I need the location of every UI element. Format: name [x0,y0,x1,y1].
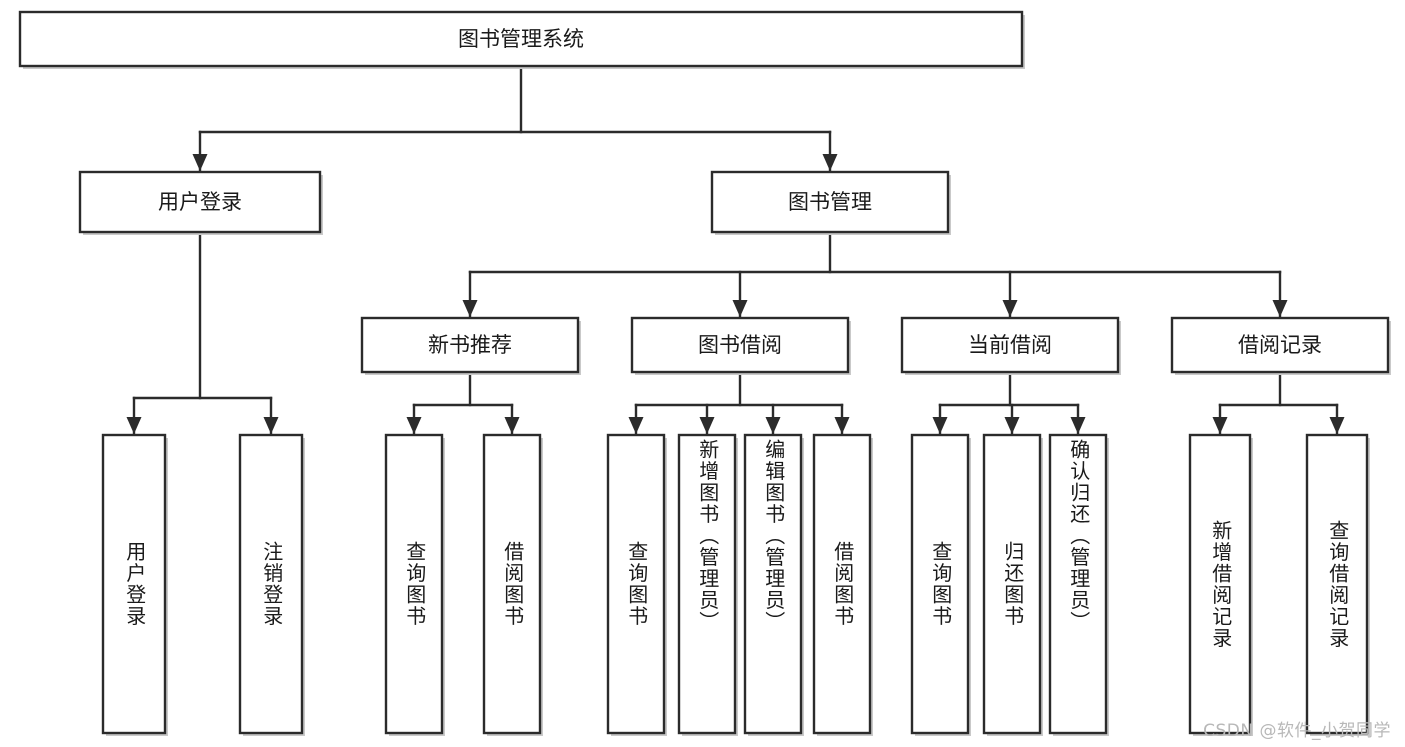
arrow-head-icon [1272,300,1288,317]
watermark: CSDN @软件_小贺同学 [1203,721,1391,741]
arrow-head-icon [462,300,478,317]
node-新书推荐-box[interactable] [360,316,580,374]
arrow-head-icon [263,417,279,434]
connector-layer [126,64,1345,436]
node-新增借阅记录-box[interactable] [1188,433,1252,735]
node-编辑图书管理员-box[interactable] [743,433,803,735]
node-借阅图书-box[interactable] [482,433,542,735]
node-查询图书-box[interactable] [606,433,666,735]
arrow-head-icon [406,417,422,434]
node-归还图书-box[interactable] [982,433,1042,735]
arrow-head-icon [1329,417,1345,434]
node-用户登录-box[interactable] [78,170,322,234]
node-查询图书-box[interactable] [910,433,970,735]
node-借阅记录-box[interactable] [1170,316,1390,374]
node-图书管理系统-box[interactable] [18,10,1024,68]
node-box-layer [18,10,1391,736]
arrow-head-icon [126,417,142,434]
node-图书借阅-box[interactable] [630,316,850,374]
node-借阅图书-box[interactable] [812,433,872,735]
arrow-head-icon [834,417,850,434]
node-查询图书-box[interactable] [384,433,444,735]
arrow-head-icon [504,417,520,434]
node-label: 图书管理系统 [458,27,584,51]
node-图书管理-box[interactable] [710,170,950,234]
node-当前借阅-box[interactable] [900,316,1120,374]
arrow-head-icon [1070,417,1086,434]
node-用户登录-box[interactable] [101,433,167,735]
node-label: 图书管理 [788,190,872,214]
arrow-head-icon [822,154,838,171]
node-注销登录-box[interactable] [238,433,304,735]
arrow-head-icon [1004,417,1020,434]
arrow-head-icon [765,417,781,434]
arrow-head-icon [732,300,748,317]
node-label: 新书推荐 [428,333,512,357]
arrow-head-icon [1212,417,1228,434]
node-label: 借阅记录 [1238,333,1322,357]
node-查询借阅记录-box[interactable] [1305,433,1369,735]
arrow-head-icon [628,417,644,434]
node-确认归还管理员-box[interactable] [1048,433,1108,735]
arrow-head-icon [932,417,948,434]
node-label: 图书借阅 [698,333,782,357]
node-新增图书管理员-box[interactable] [677,433,737,735]
arrow-head-icon [1002,300,1018,317]
node-label: 用户登录 [158,190,242,214]
arrow-head-icon [192,154,208,171]
node-label: 当前借阅 [968,333,1052,357]
arrow-head-icon [699,417,715,434]
